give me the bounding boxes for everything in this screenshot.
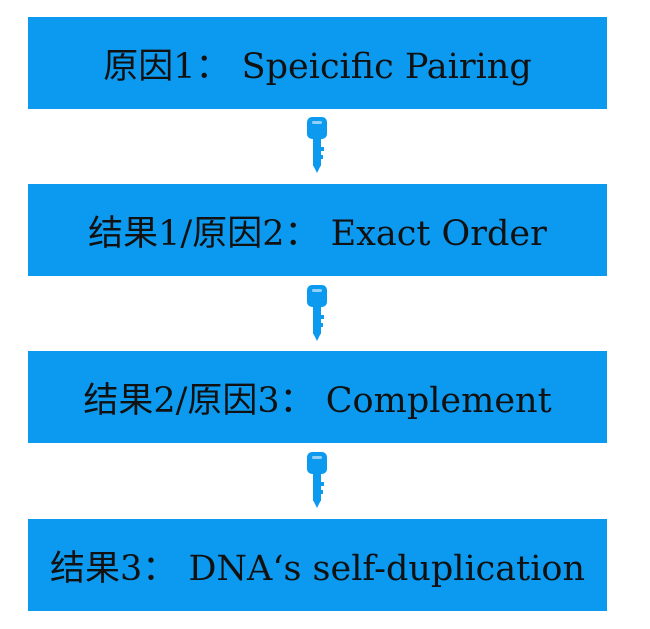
step-label-4: 结果3： DNA‘s self-duplication [49, 548, 586, 589]
step-box-4: 结果3： DNA‘s self-duplication [28, 519, 607, 611]
step-label-1: 原因1： Speicific Pairing [103, 46, 532, 87]
step-box-2: 结果1/原因2： Exact Order [28, 184, 607, 276]
step-box-3: 结果2/原因3： Complement [28, 351, 607, 443]
step-label-2: 结果1/原因2： Exact Order [88, 213, 547, 254]
step-label-3: 结果2/原因3： Complement [83, 380, 552, 421]
key-icon [305, 117, 329, 173]
key-icon [305, 285, 329, 341]
key-icon [305, 452, 329, 508]
step-box-1: 原因1： Speicific Pairing [28, 17, 607, 109]
